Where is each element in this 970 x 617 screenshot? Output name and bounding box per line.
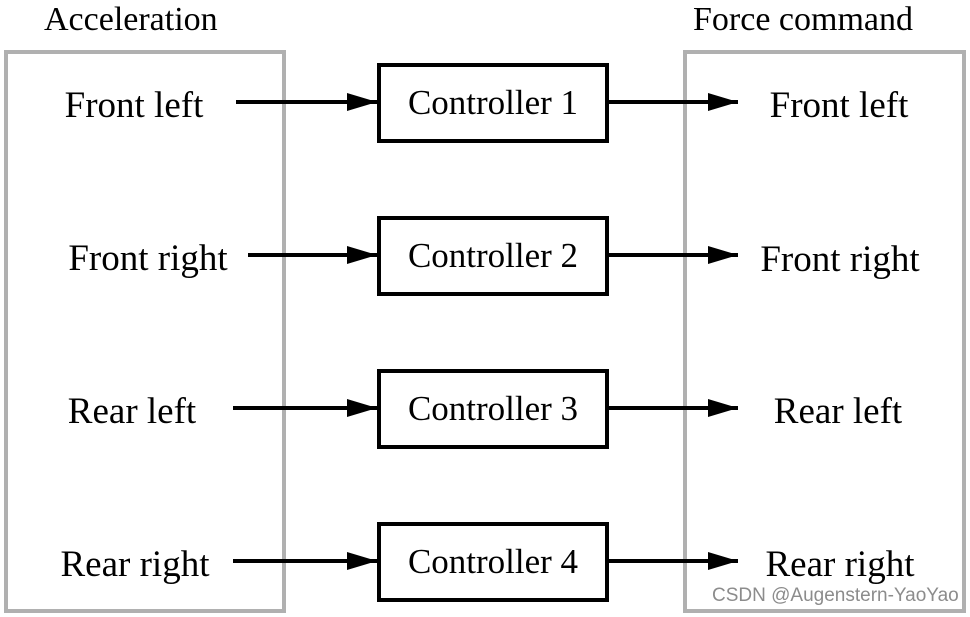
output-label-rear-left: Rear left bbox=[773, 391, 903, 432]
output-group-title: Force command bbox=[693, 1, 913, 38]
controller-label-4: Controller 4 bbox=[407, 542, 579, 581]
output-label-rear-right: Rear right bbox=[765, 544, 915, 585]
input-label-front-right: Front right bbox=[68, 238, 228, 279]
output-label-front-right: Front right bbox=[760, 239, 920, 280]
controller-label-1: Controller 1 bbox=[407, 83, 579, 122]
watermark: CSDN @Augenstern-YaoYao bbox=[712, 585, 959, 606]
output-label-front-left: Front left bbox=[769, 85, 909, 126]
input-label-front-left: Front left bbox=[64, 85, 204, 126]
input-label-rear-right: Rear right bbox=[60, 544, 210, 585]
controller-box-4: Controller 4 bbox=[377, 522, 609, 602]
controller-box-3: Controller 3 bbox=[377, 369, 609, 449]
controller-label-3: Controller 3 bbox=[407, 389, 579, 428]
input-group-box bbox=[4, 50, 286, 613]
controller-box-1: Controller 1 bbox=[377, 63, 609, 143]
input-group-title: Acceleration bbox=[44, 1, 218, 38]
output-group-box bbox=[683, 50, 966, 613]
controller-box-2: Controller 2 bbox=[377, 216, 609, 296]
controller-label-2: Controller 2 bbox=[407, 236, 579, 275]
input-label-rear-left: Rear left bbox=[67, 391, 197, 432]
